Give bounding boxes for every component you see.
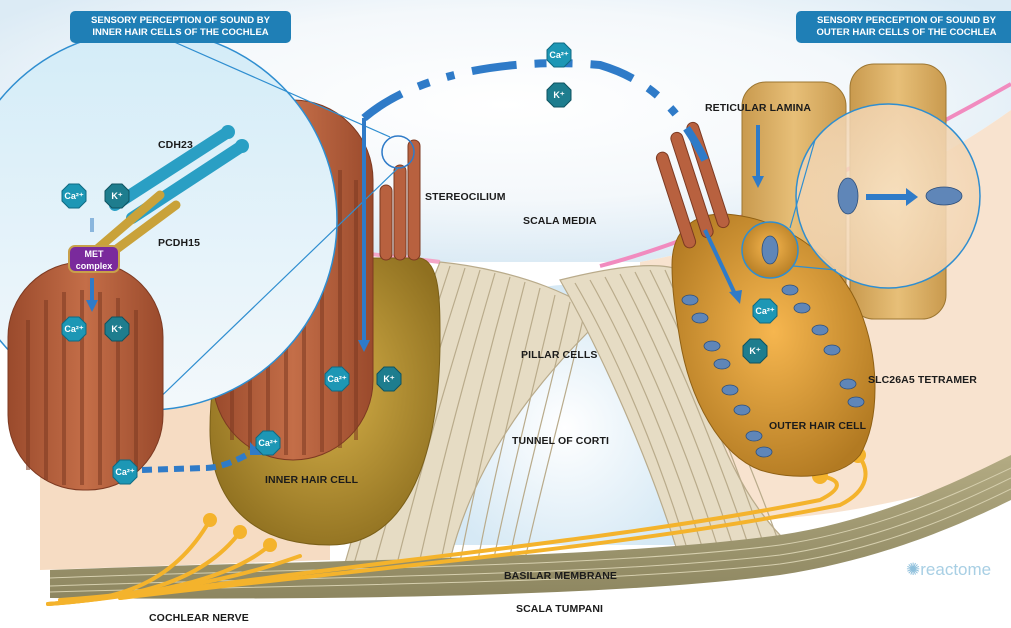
label-scala-tympani: SCALA TUMPANI [516, 603, 603, 615]
ion-k-label: K⁺ [376, 366, 402, 392]
ion-ca-label: Ca²⁺ [61, 316, 87, 342]
inset-hair-cell [8, 262, 163, 490]
label-pcdh15: PCDH15 [158, 237, 200, 249]
met-complex-line-1: MET [70, 248, 118, 260]
reactome-logo: ✺reactome [906, 560, 991, 580]
ion-ca-inset-bottom: Ca²⁺ [61, 316, 87, 342]
ion-ca-label: Ca²⁺ [255, 430, 281, 456]
inner-title: SENSORY PERCEPTION OF SOUND BY INNER HAI… [70, 11, 291, 43]
ion-k-label: K⁺ [742, 338, 768, 364]
ion-k-media: K⁺ [546, 82, 572, 108]
ion-k-label: K⁺ [104, 183, 130, 209]
outer-title-line-2: OUTER HAIR CELLS OF THE COCHLEA [804, 27, 1009, 39]
inner-title-line-1: SENSORY PERCEPTION OF SOUND BY [78, 15, 283, 27]
label-cochlear-nerve: COCHLEAR NERVE [149, 612, 249, 624]
ion-ca-inset-left: Ca²⁺ [112, 459, 138, 485]
label-outer-hair-cell: OUTER HAIR CELL [769, 420, 866, 432]
ion-k-label: K⁺ [104, 316, 130, 342]
outer-title-line-1: SENSORY PERCEPTION OF SOUND BY [804, 15, 1009, 27]
ion-k-inset-top: K⁺ [104, 183, 130, 209]
ion-ca-inner-base: Ca²⁺ [255, 430, 281, 456]
ion-ca-inner-cell: Ca²⁺ [324, 366, 350, 392]
label-slc26a5: SLC26A5 TETRAMER [868, 374, 977, 386]
label-inner-hair-cell: INNER HAIR CELL [265, 474, 358, 486]
ion-k-outer-cell: K⁺ [742, 338, 768, 364]
met-complex-badge: MET complex [68, 245, 120, 273]
ion-ca-label: Ca²⁺ [546, 42, 572, 68]
label-cdh23: CDH23 [158, 139, 193, 151]
inner-title-line-2: INNER HAIR CELLS OF THE COCHLEA [78, 27, 283, 39]
ion-ca-outer-cell: Ca²⁺ [752, 298, 778, 324]
ion-ca-label: Ca²⁺ [324, 366, 350, 392]
ion-ca-inset-top: Ca²⁺ [61, 183, 87, 209]
ion-k-inner-cell: K⁺ [376, 366, 402, 392]
ion-k-label: K⁺ [546, 82, 572, 108]
outer-title: SENSORY PERCEPTION OF SOUND BY OUTER HAI… [796, 11, 1011, 43]
label-pillar-cells: PILLAR CELLS [521, 349, 597, 361]
label-scala-media: SCALA MEDIA [523, 215, 597, 227]
reactome-logo-mark: ✺ [906, 560, 920, 579]
label-reticular-lamina: RETICULAR LAMINA [705, 102, 811, 114]
label-tunnel-of-corti: TUNNEL OF CORTI [512, 435, 609, 447]
label-basilar-membrane: BASILAR MEMBRANE [504, 570, 617, 582]
label-stereocilium: STEREOCILIUM [425, 191, 506, 203]
reactome-logo-text: reactome [920, 560, 991, 579]
ion-ca-label: Ca²⁺ [752, 298, 778, 324]
ion-ca-label: Ca²⁺ [112, 459, 138, 485]
met-complex-line-2: complex [70, 260, 118, 272]
ion-ca-label: Ca²⁺ [61, 183, 87, 209]
ion-ca-media: Ca²⁺ [546, 42, 572, 68]
ion-k-inset-bottom: K⁺ [104, 316, 130, 342]
